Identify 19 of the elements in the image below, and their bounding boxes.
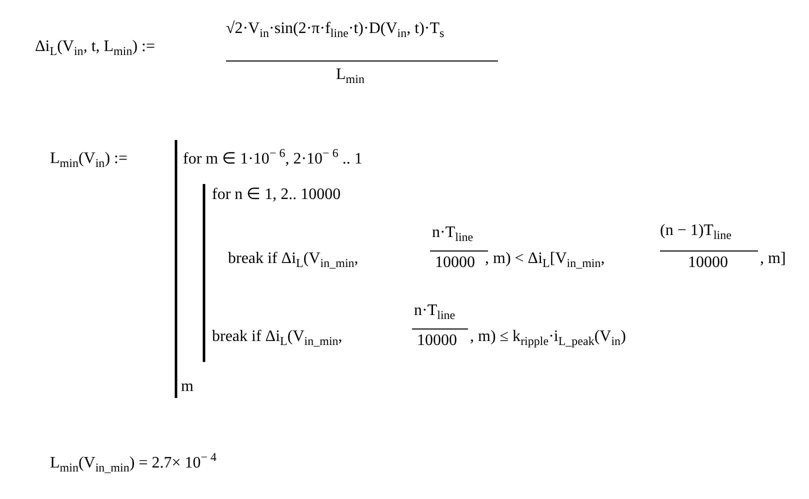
math-expression: break if Δi$_{L}$(V$_{in_min}$, [212,328,342,350]
math-expression: for m ∈ 1·10$^{− 6}$, 2·10$^{− 6}$ .. 1 [183,145,362,168]
math-expression: m [181,378,194,396]
math-expression: (n − 1)T$_{line}$ [660,222,732,244]
math-expression: L$_{min}$(V$_{in}$) := [50,150,128,172]
math-expression: √2·V$_{in}$·sin(2·π·f$_{line}$·t)·D(V$_{in}$, t)·T$_{s}$ [226,20,444,42]
math-expression: 10000 [688,254,728,272]
math-expression: n·T$_{line}$ [432,224,474,246]
math-expression: break if Δi$_{L}$(V$_{in_min}$, [228,250,358,272]
math-expression: L$_{min}$(V$_{in_min}$) = 2.7× 10$^{− 4}$ [50,449,217,477]
math-expression: , m] [760,250,786,268]
math-expression: , m) < Δi$_{L}$[V$_{in_min}$, [485,250,605,272]
math-expression: 10000 [435,254,475,272]
math-expression: 10000 [417,332,457,350]
math-expression: for n ∈ 1, 2.. 10000 [212,186,341,204]
math-expression: Δi$_{L}$(V$_{in}$, t, L$_{min}$) := [35,38,155,60]
math-expression: n·T$_{line}$ [414,302,456,324]
math-expression: , m) ≤ k$_{ripple}$·i$_{L_peak}$(V$_{in}$) [470,328,626,350]
math-expression: L$_{min}$ [336,66,364,88]
